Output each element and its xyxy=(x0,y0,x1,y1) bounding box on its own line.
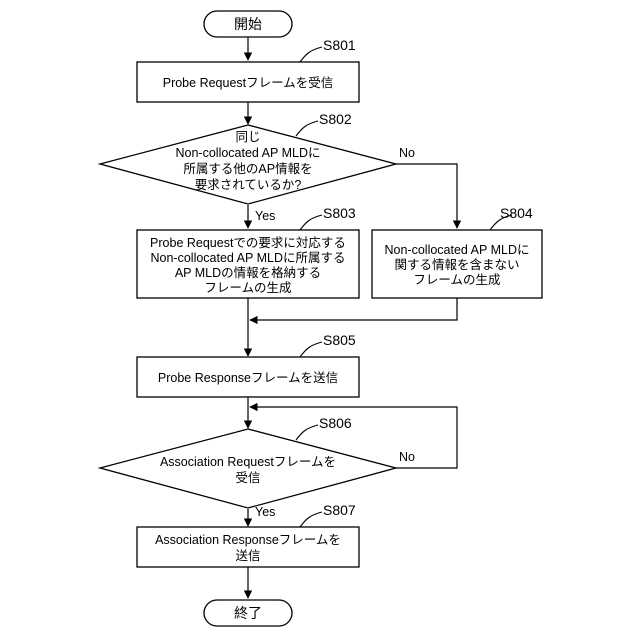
s804-id: S804 xyxy=(500,205,533,221)
s806-no-label: No xyxy=(399,450,415,464)
step-s802: 同じ Non-collocated AP MLDに 所属する他のAP情報を 要求… xyxy=(100,111,415,223)
s806-yes-label: Yes xyxy=(255,505,275,519)
arrow-s802-no xyxy=(396,164,457,228)
s807-leader xyxy=(300,512,322,527)
end-label: 終了 xyxy=(234,605,262,621)
s805-leader xyxy=(300,342,322,357)
s804-line-3: フレームの生成 xyxy=(413,273,500,287)
s806-line-2: 受信 xyxy=(235,471,260,485)
step-s806: Association Requestフレームを 受信 S806 Yes No xyxy=(100,415,415,519)
s801-leader xyxy=(300,47,322,62)
s801-id: S801 xyxy=(323,37,356,53)
s807-line-1: Association Responseフレームを xyxy=(155,533,341,547)
start-label: 開始 xyxy=(234,16,262,32)
s806-line-1: Association Requestフレームを xyxy=(160,455,336,469)
s803-id: S803 xyxy=(323,205,356,221)
s804-line-2: 関する情報を含まない xyxy=(394,257,519,272)
s801-line-1: Probe Requestフレームを受信 xyxy=(163,76,334,90)
s802-leader xyxy=(296,121,318,136)
s806-leader xyxy=(296,425,318,440)
s802-line-4: 要求されているか? xyxy=(195,178,302,192)
s802-line-1: 同じ xyxy=(235,130,260,144)
s807-line-2: 送信 xyxy=(235,548,260,563)
s802-id: S802 xyxy=(319,111,352,127)
s802-line-3: 所属する他のAP情報を xyxy=(183,162,312,176)
s802-yes-label: Yes xyxy=(255,209,275,223)
end-terminator: 終了 xyxy=(204,600,292,626)
s802-line-2: Non-collocated AP MLDに xyxy=(176,146,321,160)
s803-leader xyxy=(300,215,322,230)
s805-line-1: Probe Responseフレームを送信 xyxy=(158,370,338,385)
s803-line-1: Probe Requestでの要求に対応する xyxy=(150,236,346,250)
s803-line-2: Non-collocated AP MLDに所属する xyxy=(151,251,346,265)
s803-line-4: フレームの生成 xyxy=(204,281,291,295)
arrow-s804-merge xyxy=(250,298,457,320)
s805-id: S805 xyxy=(323,332,356,348)
s807-id: S807 xyxy=(323,502,356,518)
s802-no-label: No xyxy=(399,146,415,160)
start-terminator: 開始 xyxy=(204,11,292,37)
s803-line-3: AP MLDの情報を格納する xyxy=(175,265,321,280)
s804-line-1: Non-collocated AP MLDに xyxy=(385,243,530,257)
s806-id: S806 xyxy=(319,415,352,431)
